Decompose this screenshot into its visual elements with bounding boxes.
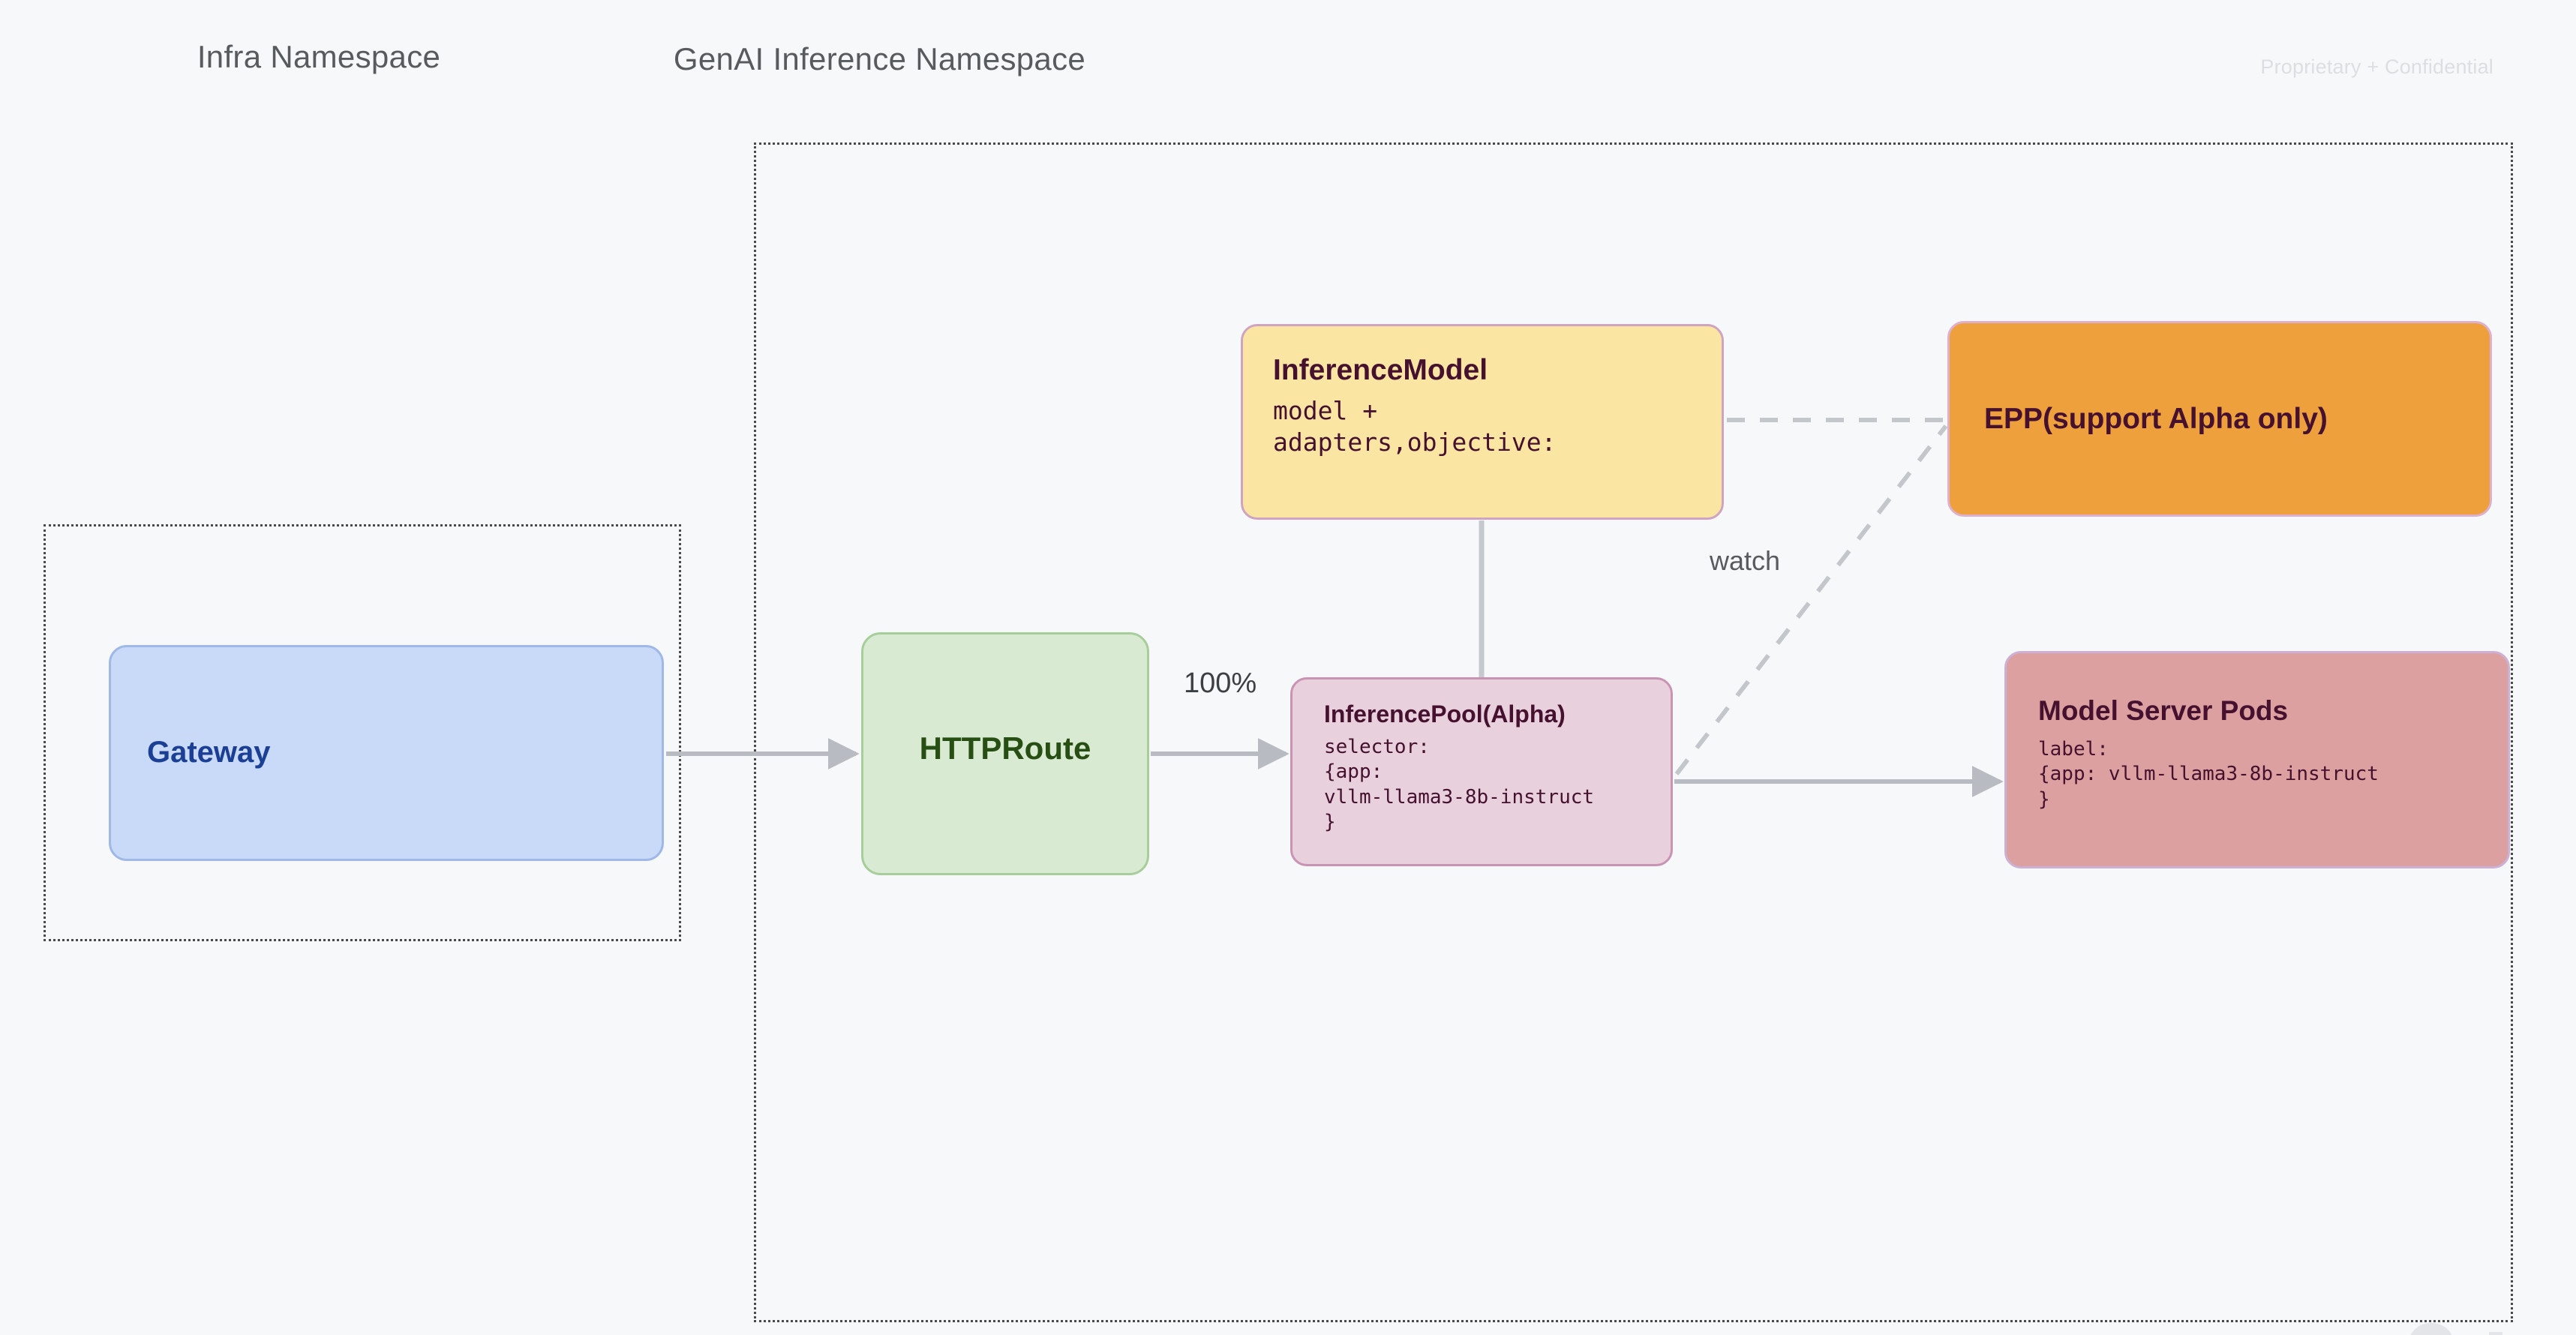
confidentiality-watermark: Proprietary + Confidential	[2260, 56, 2493, 78]
node-inferencemodel-body: model + adapters,objective:	[1273, 396, 1557, 458]
namespace-infra	[44, 524, 681, 941]
namespace-genai-inference-title: GenAI Inference Namespace	[673, 41, 1086, 76]
node-httproute[interactable]: HTTPRoute	[861, 632, 1149, 875]
edge-label-traffic-weight: 100%	[1184, 668, 1257, 699]
node-model-server-pods-body: label: {app: vllm-llama3-8b-instruct }	[2038, 738, 2379, 811]
node-inferencepool-title: InferencePool(Alpha)	[1324, 700, 1566, 728]
node-inferencepool[interactable]: InferencePool(Alpha) selector: {app: vll…	[1290, 677, 1673, 866]
node-gateway[interactable]: Gateway	[109, 645, 664, 861]
node-epp-title: EPP(support Alpha only)	[1984, 402, 2328, 435]
node-gateway-title: Gateway	[147, 736, 271, 769]
bottom-cutoff-tick	[2489, 1332, 2502, 1335]
node-epp[interactable]: EPP(support Alpha only)	[1947, 321, 2492, 517]
namespace-infra-title: Infra Namespace	[197, 39, 441, 74]
node-inferencemodel[interactable]: InferenceModel model + adapters,objectiv…	[1241, 324, 1724, 520]
bottom-cutoff-blob	[2408, 1323, 2454, 1335]
edge-label-watch: watch	[1710, 545, 1781, 576]
node-model-server-pods[interactable]: Model Server Pods label: {app: vllm-llam…	[2004, 651, 2510, 868]
bottom-cutoff-mark	[2408, 1317, 2513, 1335]
namespace-genai-inference	[754, 142, 2513, 1322]
node-model-server-pods-title: Model Server Pods	[2038, 695, 2289, 726]
node-httproute-title: HTTPRoute	[919, 730, 1091, 766]
node-inferencepool-body: selector: {app: vllm-llama3-8b-instruct …	[1324, 736, 1595, 833]
node-inferencemodel-title: InferenceModel	[1273, 354, 1488, 386]
